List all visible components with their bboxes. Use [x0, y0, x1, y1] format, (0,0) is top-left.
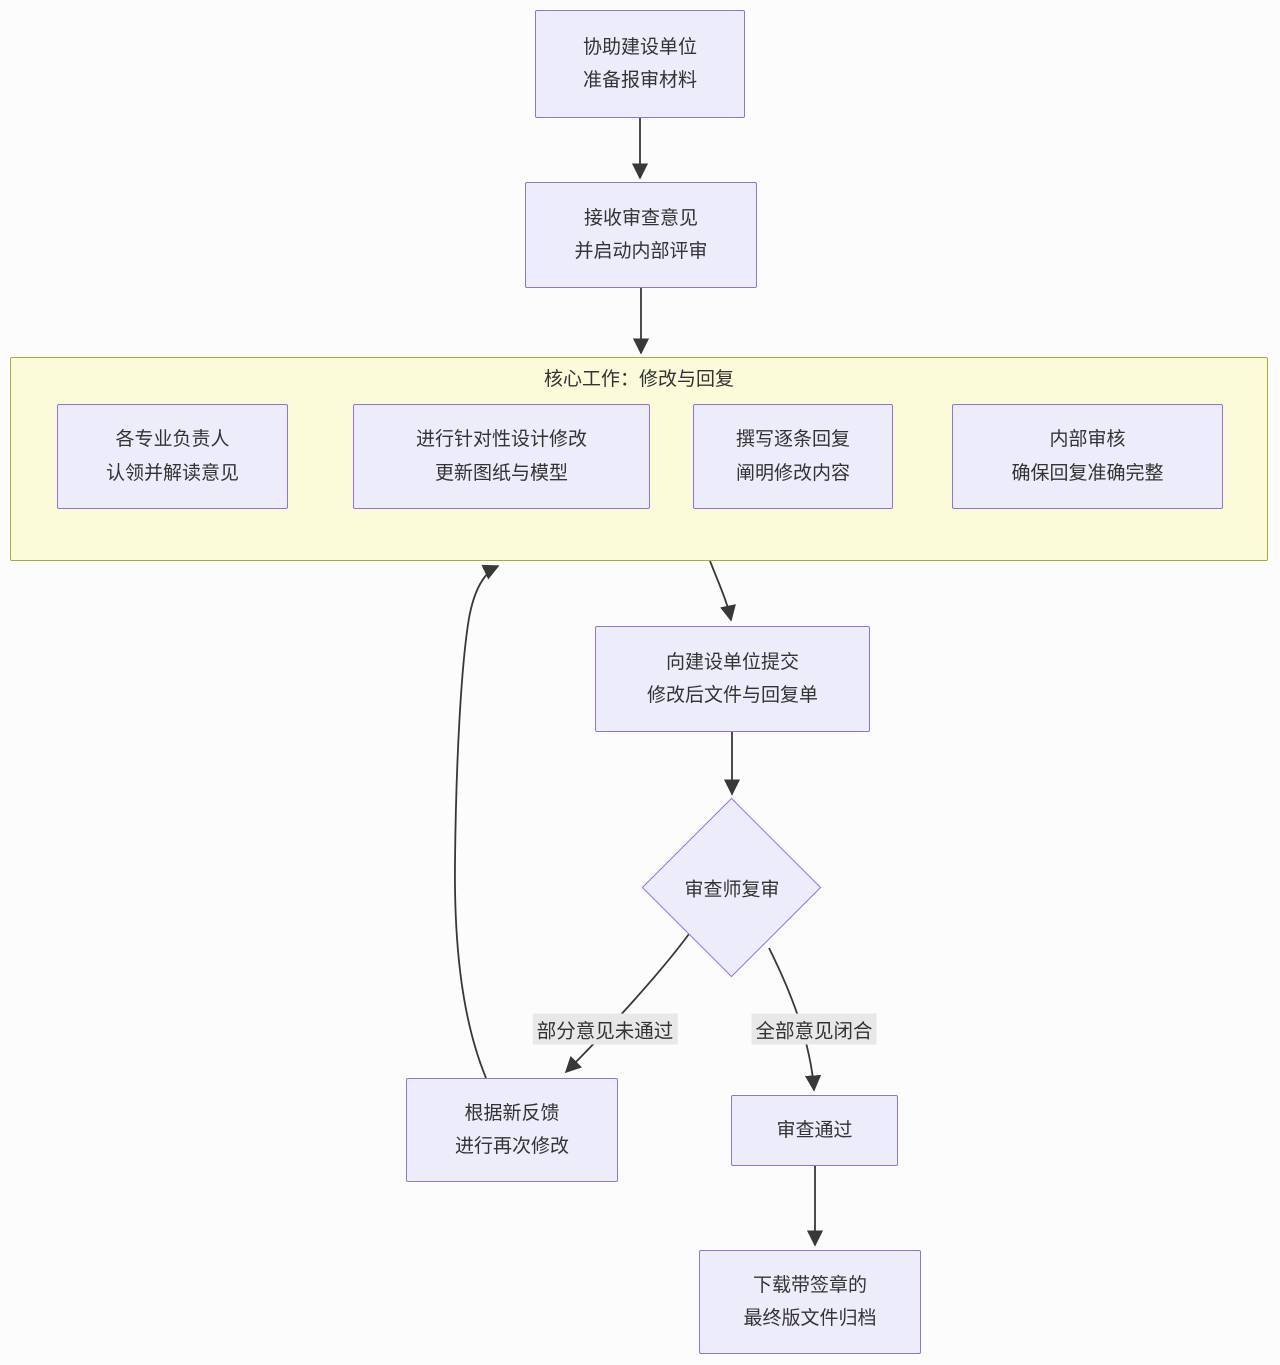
node-text-line: 进行针对性设计修改	[415, 429, 587, 451]
node-design-modification: 进行针对性设计修改 更新图纸与模型	[353, 404, 650, 509]
node-text-line: 确保回复准确完整	[1011, 462, 1164, 484]
node-review-approved: 审查通过	[731, 1095, 898, 1166]
node-reviewer-recheck-decision: 审查师复审	[641, 797, 822, 978]
node-text-line: 接收审查意见	[583, 207, 698, 229]
node-text-line: 阐明修改内容	[735, 462, 850, 484]
subgraph-title: 核心工作：修改与回复	[543, 369, 734, 390]
edge-subgraph-to-submit	[709, 560, 736, 622]
node-text-line: 各专业负责人	[115, 429, 230, 451]
node-text-line: 下载带签章的	[752, 1274, 867, 1296]
node-text-line: 向建设单位提交	[665, 651, 799, 673]
node-write-replies: 撰写逐条回复 阐明修改内容	[693, 404, 893, 509]
edge-label-all-closed: 全部意见闭合	[751, 1013, 877, 1045]
edge-label-partial-fail: 部分意见未通过	[532, 1013, 678, 1045]
node-text-line: 内部审核	[1049, 429, 1126, 451]
node-text-line: 并启动内部评审	[574, 241, 708, 262]
node-text-line: 进行再次修改	[454, 1136, 569, 1157]
decision-label: 审查师复审	[684, 879, 780, 901]
node-text-line: 协助建设单位	[582, 36, 697, 58]
node-text-line: 更新图纸与模型	[434, 462, 568, 484]
node-prepare-materials: 协助建设单位 准备报审材料	[535, 10, 745, 118]
node-download-archive: 下载带签章的 最终版文件归档	[699, 1250, 921, 1354]
node-text-line: 准备报审材料	[582, 70, 697, 91]
node-claim-comments: 各专业负责人 认领并解读意见	[57, 404, 288, 509]
node-text-line: 修改后文件与回复单	[646, 685, 818, 706]
node-submit-to-owner: 向建设单位提交 修改后文件与回复单	[595, 626, 870, 732]
node-text-line: 审查通过	[776, 1119, 853, 1141]
node-text-line: 认领并解读意见	[105, 462, 239, 484]
node-text-line: 最终版文件归档	[743, 1308, 877, 1329]
node-text-line: 根据新反馈	[464, 1102, 560, 1124]
edge-revise-loop-to-subgraph	[454, 564, 500, 1079]
node-receive-comments: 接收审查意见 并启动内部评审	[525, 182, 757, 288]
node-internal-audit: 内部审核 确保回复准确完整	[952, 404, 1223, 509]
node-text-line: 撰写逐条回复	[735, 429, 850, 451]
node-revise-again: 根据新反馈 进行再次修改	[406, 1078, 618, 1182]
